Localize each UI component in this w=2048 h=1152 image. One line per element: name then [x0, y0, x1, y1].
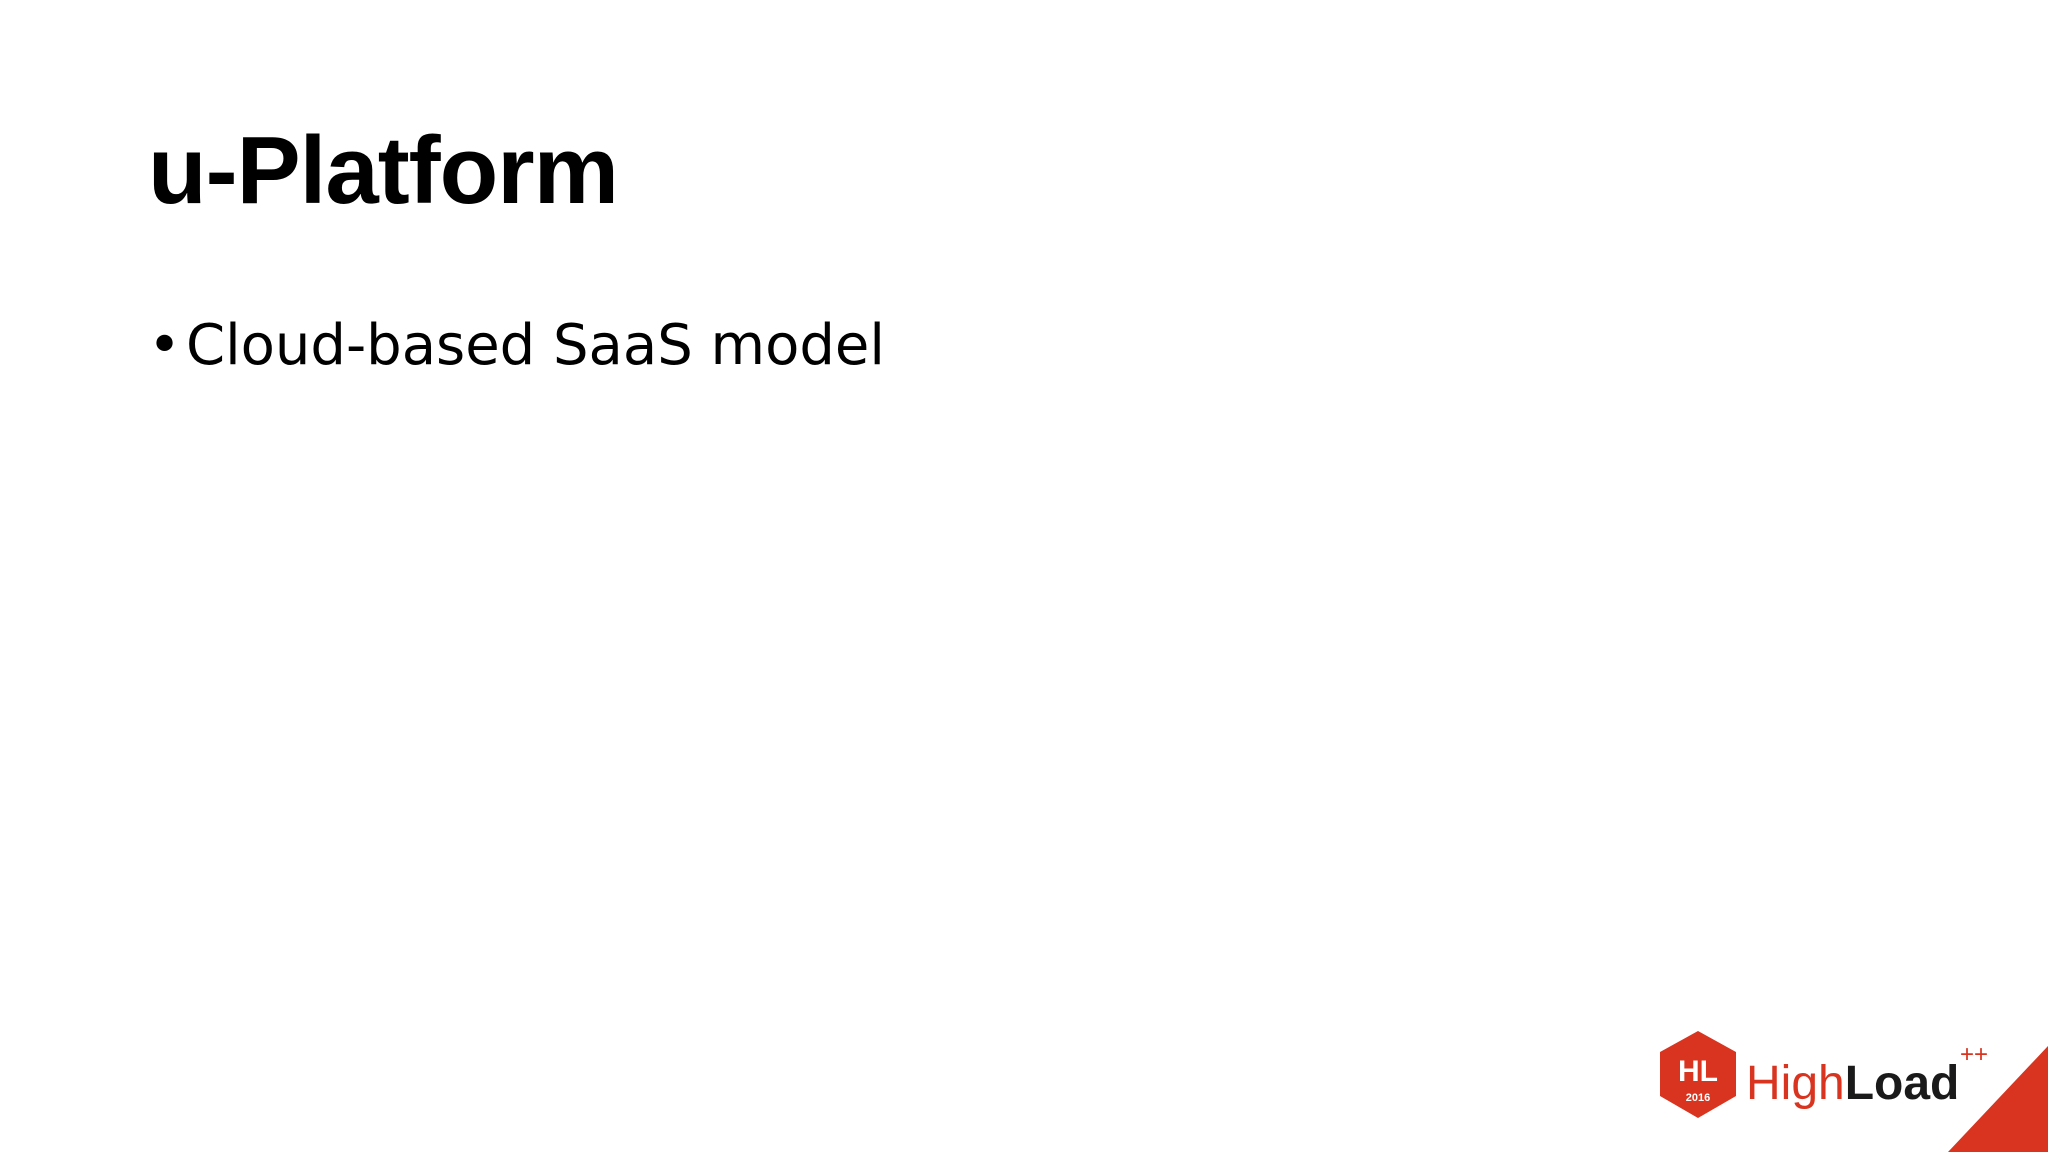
logo-word-load: Load — [1845, 1057, 1960, 1110]
corner-wedge — [1948, 1046, 2048, 1152]
logo-wordmark: HighLoad — [1746, 1057, 1959, 1110]
hexagon-icon: HL 2016 — [1660, 1031, 1736, 1118]
logo-superscript: ++ — [1960, 1041, 1988, 1068]
highload-logo: HL 2016 HighLoad ++ — [1660, 1031, 1988, 1118]
bullet-marker: • — [148, 313, 182, 378]
bullet-item: • Cloud-based SaaS model — [148, 312, 885, 379]
logo-word-high: High — [1746, 1057, 1845, 1110]
bullet-text: Cloud-based SaaS model — [186, 313, 885, 378]
bullet-list: • Cloud-based SaaS model — [148, 312, 885, 379]
logo-badge-text: HL — [1678, 1055, 1718, 1088]
logo-badge-year: 2016 — [1686, 1092, 1710, 1104]
slide-title: u-Platform — [148, 117, 619, 224]
